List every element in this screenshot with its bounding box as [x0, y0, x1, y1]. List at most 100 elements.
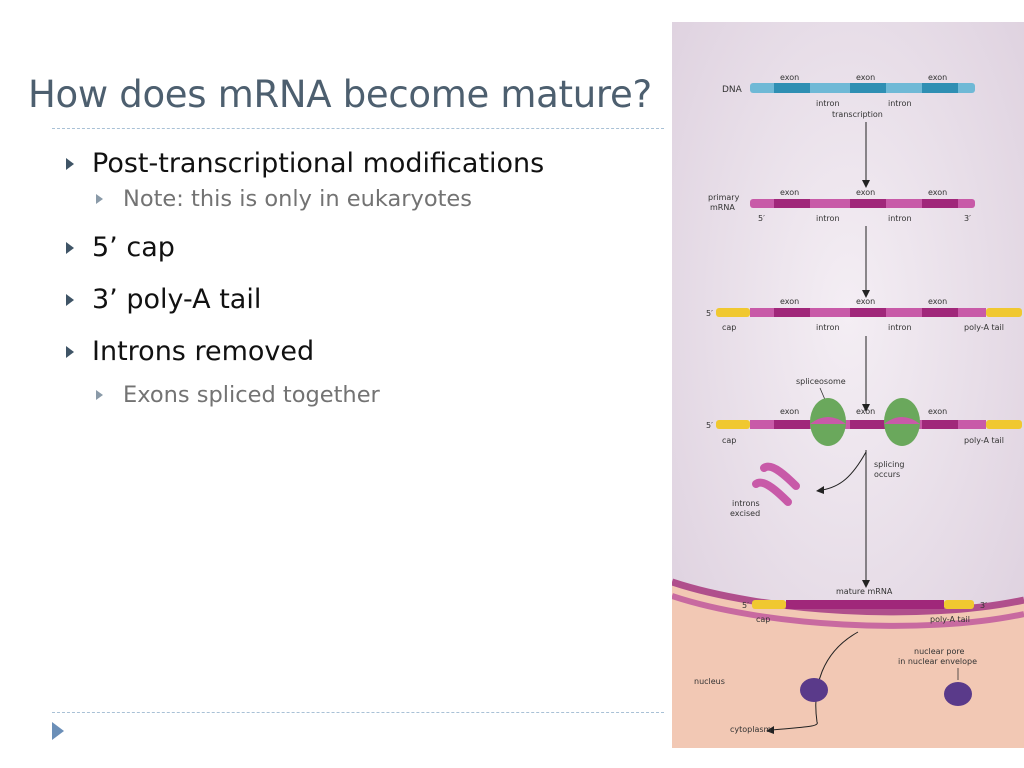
intron-label: intron — [816, 323, 840, 332]
intron-loop — [810, 417, 846, 424]
exon-label: exon — [928, 407, 947, 416]
intron-label: intron — [888, 214, 912, 223]
exon-label: exon — [856, 407, 875, 416]
excised-intron — [752, 478, 792, 506]
rna-exon — [850, 308, 886, 317]
sub-bullet-arrow-icon — [96, 194, 103, 204]
exon-label: exon — [780, 407, 799, 416]
exon-label: exon — [780, 73, 799, 82]
bullet-item: Introns removed — [62, 333, 662, 371]
intron-label: intron — [816, 99, 840, 108]
cap — [752, 600, 786, 609]
poly-a-tail-label: poly-A tail — [964, 436, 1004, 445]
export-arrow — [771, 631, 859, 731]
poly-a-tail — [986, 308, 1022, 317]
sub-bullet-arrow-icon — [96, 390, 103, 400]
rna-exon — [774, 199, 810, 208]
export-arrowhead — [766, 726, 774, 734]
transcription-label: transcription — [832, 110, 883, 119]
bullet-arrow-icon — [66, 346, 74, 358]
dna-label: DNA — [722, 85, 743, 95]
three-prime-label: 3′ — [980, 601, 987, 610]
bullet-text: 3’ poly-A tail — [92, 284, 262, 315]
rna-exon — [850, 199, 886, 208]
introns-label-2: excised — [730, 509, 760, 518]
slide-title: How does mRNA become mature? — [28, 73, 652, 116]
flow-arrowhead — [862, 180, 870, 188]
excised-intron — [760, 462, 800, 490]
nuclear-envelope-inner — [671, 593, 1024, 629]
poly-a-tail — [944, 600, 974, 609]
cytoplasm-label: cytoplasm — [730, 725, 772, 734]
mrna-processing-figure: DNA exon exon exon intron intron transcr… — [670, 22, 1024, 748]
exon-label: exon — [780, 188, 799, 197]
splicing-label: splicing — [874, 460, 904, 469]
flow-arrowhead — [862, 290, 870, 298]
sub-bullet-item: Note: this is only in eukaryotes — [62, 183, 662, 215]
next-slide-icon[interactable] — [52, 722, 64, 740]
bullet-item: 3’ poly-A tail — [62, 281, 662, 319]
sub-bullet-text: Note: this is only in eukaryotes — [123, 186, 472, 212]
bullet-arrow-icon — [66, 158, 74, 170]
introns-label: introns — [732, 499, 760, 508]
bullet-text: Post-transcriptional modifications — [92, 148, 545, 179]
bullet-arrow-icon — [66, 242, 74, 254]
sub-bullet-text: Exons spliced together — [123, 382, 380, 408]
rna-exon — [774, 420, 810, 429]
intron-label: intron — [888, 323, 912, 332]
exon-label: exon — [856, 188, 875, 197]
bullet-item: 5’ cap — [62, 229, 662, 267]
cap — [716, 308, 750, 317]
poly-a-tail-label: poly-A tail — [964, 323, 1004, 332]
rna-exon — [774, 308, 810, 317]
exon-label: exon — [856, 73, 875, 82]
primary-label-2: mRNA — [710, 203, 735, 212]
poly-a-tail — [986, 420, 1022, 429]
five-prime-label: 5′ — [706, 421, 713, 430]
intron-label: intron — [888, 99, 912, 108]
three-prime-label: 3′ — [964, 214, 971, 223]
cap-label: cap — [722, 436, 736, 445]
footer-divider — [52, 712, 664, 713]
mature-mrna-strand — [786, 600, 944, 609]
splicing-arrow — [821, 451, 867, 491]
exon-label: exon — [928, 188, 947, 197]
title-divider — [52, 128, 664, 129]
flow-arrowhead — [862, 580, 870, 588]
rna-exon — [922, 308, 958, 317]
nuclear-pore-label: nuclear pore — [914, 647, 965, 656]
rna-exon — [922, 420, 958, 429]
bullet-text: Introns removed — [92, 336, 315, 367]
bullet-arrow-icon — [66, 294, 74, 306]
nuclear-pore-label-2: in nuclear envelope — [898, 657, 977, 666]
exon-label: exon — [928, 73, 947, 82]
mrna-processing-diagram: DNA exon exon exon intron intron transcr… — [670, 22, 1024, 748]
primary-label: primary — [708, 193, 740, 202]
intron-label: intron — [816, 214, 840, 223]
dna-exon — [850, 83, 886, 93]
poly-a-tail-label: poly-A tail — [930, 615, 970, 624]
sub-bullet-item: Exons spliced together — [62, 379, 662, 411]
cap — [716, 420, 750, 429]
splicing-arrowhead — [816, 486, 824, 494]
bullet-text: 5’ cap — [92, 232, 175, 263]
bullet-item: Post-transcriptional modifications — [62, 145, 662, 183]
rna-exon — [922, 199, 958, 208]
cap-label: cap — [756, 615, 770, 624]
five-prime-label: 5′ — [706, 309, 713, 318]
spliceosome-label: spliceosome — [796, 377, 846, 386]
mature-mrna-label: mature mRNA — [836, 587, 893, 596]
nuclear-pore — [944, 682, 972, 706]
nuclear-pore — [800, 678, 828, 702]
nucleus-label: nucleus — [694, 677, 725, 686]
nuclear-envelope-outer — [670, 578, 1024, 616]
bullet-list: Post-transcriptional modifications Note:… — [62, 145, 662, 411]
exon-label: exon — [780, 297, 799, 306]
five-prime-label: 5′ — [758, 214, 765, 223]
cap-label: cap — [722, 323, 736, 332]
splicing-label-2: occurs — [874, 470, 900, 479]
five-prime-label: 5′ — [742, 601, 749, 610]
flow-arrowhead — [862, 404, 870, 412]
exon-label: exon — [928, 297, 947, 306]
